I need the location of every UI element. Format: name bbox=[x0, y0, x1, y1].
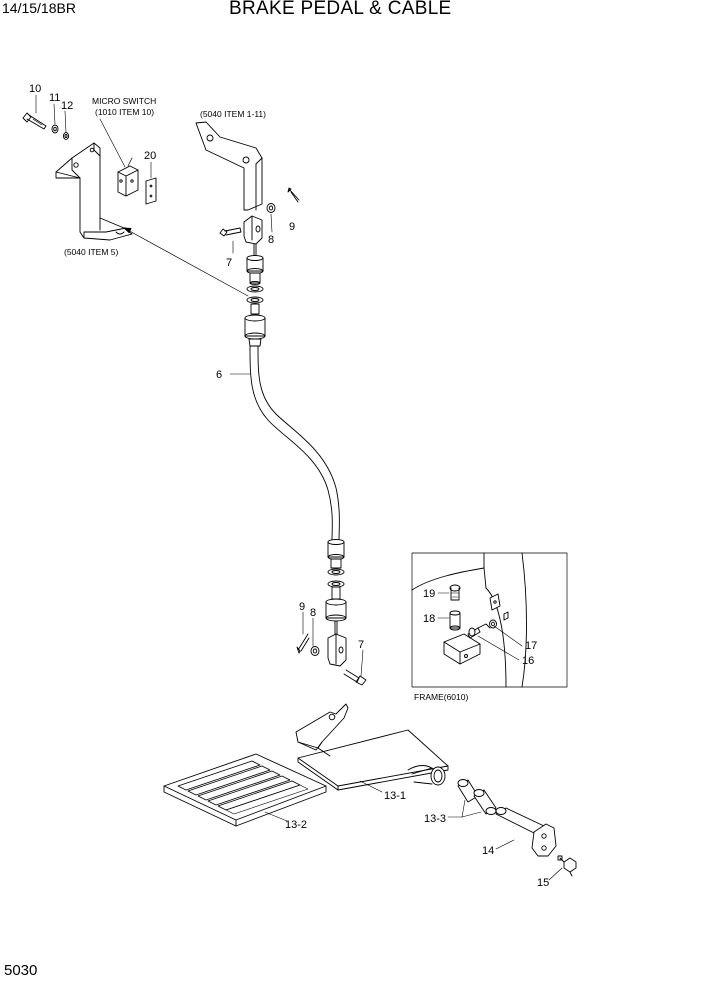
cable-lower-fittings bbox=[325, 539, 347, 637]
bushing-13-3 bbox=[457, 779, 497, 815]
inset-frame bbox=[411, 552, 568, 688]
upper-bracket bbox=[195, 121, 263, 211]
block-16 bbox=[443, 633, 481, 665]
bolt-19 bbox=[449, 584, 461, 601]
callout-8-lower: 8 bbox=[310, 607, 316, 619]
callout-14: 14 bbox=[482, 845, 494, 857]
pin-7-upper bbox=[219, 227, 242, 237]
bolt-10 bbox=[22, 112, 47, 130]
cable-upper-fittings bbox=[244, 255, 266, 347]
callout-18: 18 bbox=[423, 613, 435, 625]
washer-11 bbox=[51, 124, 59, 134]
callout-9-upper: 9 bbox=[289, 221, 295, 233]
brake-cable-6 bbox=[249, 345, 340, 541]
shaft-14 bbox=[495, 807, 557, 857]
callout-9-lower: 9 bbox=[299, 601, 305, 613]
callout-11: 11 bbox=[49, 92, 60, 104]
note-switch-bracket: (5040 ITEM 5) bbox=[64, 247, 118, 257]
callout-12: 12 bbox=[61, 100, 73, 112]
washer-8-upper bbox=[266, 203, 276, 213]
page-number: 5030 bbox=[4, 962, 38, 979]
callout-16: 16 bbox=[522, 655, 534, 667]
micro-switch bbox=[99, 118, 139, 197]
callout-20: 20 bbox=[144, 150, 156, 162]
foot-pad-13-2 bbox=[163, 753, 327, 827]
callout-6: 6 bbox=[216, 369, 222, 381]
frame-detail bbox=[411, 552, 527, 688]
callout-19: 19 bbox=[423, 588, 435, 600]
split-pin-upper bbox=[287, 187, 300, 203]
spacer-18 bbox=[449, 610, 461, 631]
split-pin-lower bbox=[296, 633, 310, 654]
note-frame: FRAME(6010) bbox=[414, 692, 468, 702]
clevis-lower bbox=[327, 633, 347, 667]
nipple-15 bbox=[557, 855, 577, 877]
callout-7-lower: 7 bbox=[358, 639, 364, 651]
callout-15: 15 bbox=[537, 877, 549, 889]
pin-7-lower bbox=[343, 669, 367, 686]
callout-13-1: 13-1 bbox=[384, 790, 406, 802]
note-micro-switch-item: (1010 ITEM 10) bbox=[95, 107, 154, 117]
washer-8-lower bbox=[310, 646, 320, 656]
callout-13-2: 13-2 bbox=[285, 819, 307, 831]
callout-7-upper: 7 bbox=[226, 257, 232, 269]
callout-10: 10 bbox=[29, 83, 41, 95]
callout-13-3: 13-3 bbox=[424, 813, 446, 825]
model-code: 14/15/18BR bbox=[2, 0, 76, 16]
callout-17: 17 bbox=[525, 640, 537, 652]
plate-20 bbox=[145, 161, 157, 205]
pedal-13-1 bbox=[295, 703, 449, 791]
washer-12 bbox=[62, 132, 70, 140]
page-title: BRAKE PEDAL & CABLE bbox=[229, 0, 452, 19]
note-micro-switch: MICRO SWITCH bbox=[92, 96, 156, 106]
note-upper-bracket: (5040 ITEM 1-11) bbox=[200, 109, 266, 119]
bolt-17 bbox=[467, 619, 497, 639]
callout-8-upper: 8 bbox=[268, 234, 274, 246]
clevis-upper bbox=[243, 215, 263, 259]
